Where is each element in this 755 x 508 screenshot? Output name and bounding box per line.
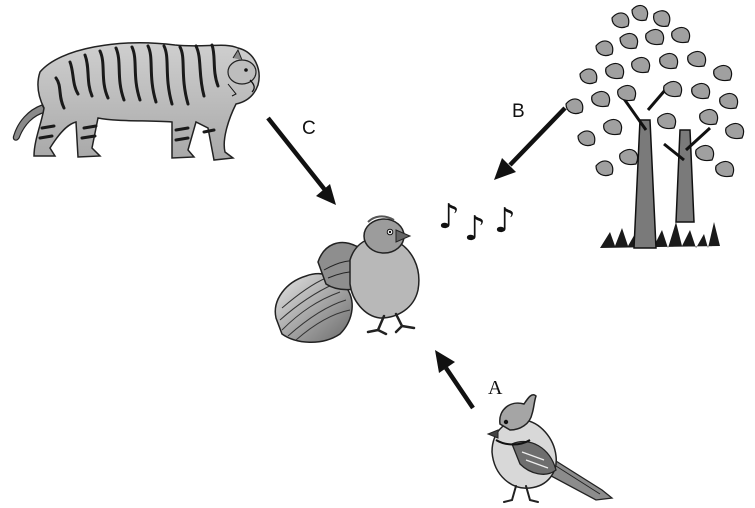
displaying-bird-illustration bbox=[275, 216, 419, 342]
music-note-icon: ♪ bbox=[438, 197, 460, 237]
arrow-b bbox=[494, 108, 565, 180]
small-bird-illustration bbox=[488, 395, 612, 502]
tiger-illustration bbox=[13, 43, 259, 160]
arrow-a bbox=[435, 350, 473, 408]
music-notes: ♪ ♪ ♪ bbox=[438, 197, 516, 249]
label-c: C bbox=[302, 118, 316, 139]
music-note-icon: ♪ bbox=[494, 201, 516, 241]
trees-illustration bbox=[566, 5, 744, 248]
label-b: B bbox=[512, 101, 525, 122]
label-a: A bbox=[488, 377, 503, 399]
music-note-icon: ♪ bbox=[464, 209, 486, 249]
